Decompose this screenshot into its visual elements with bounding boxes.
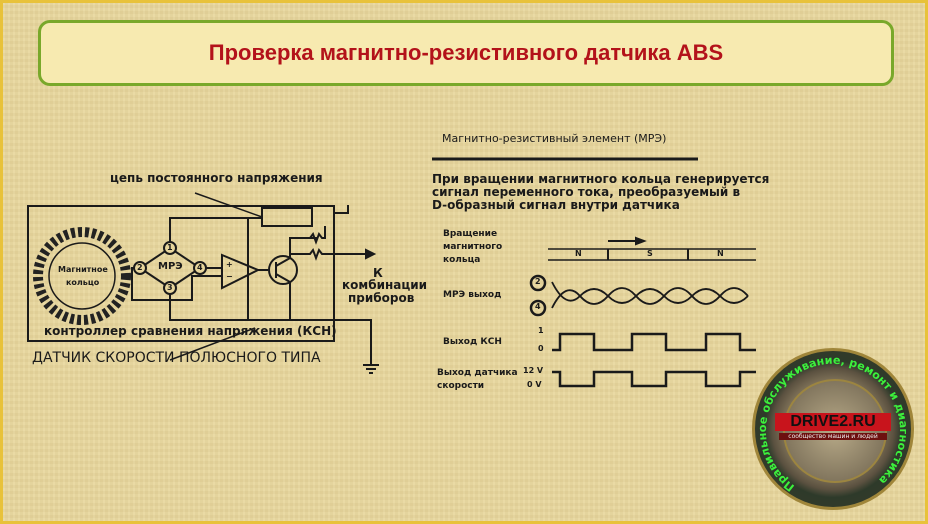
comparator-pin: +	[226, 260, 233, 269]
ring-label: Магнитное	[58, 265, 108, 274]
transistor	[268, 255, 298, 285]
dc-circuit-block	[261, 207, 313, 227]
pole-label: S	[647, 249, 653, 258]
drive2-badge: Правильное обслуживание, ремонт и диагно…	[752, 348, 914, 510]
mre-output-label: МРЭ выход	[443, 290, 502, 300]
level-label: 12 V	[523, 366, 544, 375]
ksn-output-label: Выход КСН	[443, 337, 502, 347]
mre-wave-4	[551, 287, 749, 309]
ksn-wave	[552, 332, 756, 352]
speed-wave	[552, 370, 756, 388]
sensor-box	[27, 205, 335, 342]
pin-label: 2	[137, 263, 143, 272]
pole-label: N	[575, 249, 582, 258]
rotation-label: Вращение	[443, 229, 498, 239]
magnetic-ring	[33, 227, 131, 325]
comparator-label: контроллер сравнения напряжения (КСН)	[44, 324, 337, 338]
mre-heading: Магнитно-резистивный элемент (МРЭ)	[442, 132, 667, 145]
ground	[334, 319, 379, 374]
level-label: 0 V	[527, 380, 542, 389]
pin-label: 3	[167, 283, 173, 292]
pin-label: 1	[167, 243, 173, 252]
slide-title: Проверка магнитно-резистивного датчика A…	[208, 40, 724, 65]
pin-label: 2	[535, 277, 541, 286]
mre-wave-2	[551, 281, 749, 304]
supply-line	[333, 205, 349, 214]
sensor-output-label: Выход датчика	[437, 368, 518, 378]
to-cluster-label: К	[373, 266, 383, 280]
to-cluster-label: комбинации	[342, 278, 428, 292]
comparator-pin: −	[226, 272, 233, 281]
dc-pointer	[194, 192, 263, 218]
level-label: 1	[538, 326, 544, 335]
drive2-logo-sub: сообщество машин и людей	[779, 433, 887, 440]
pole-label: N	[717, 249, 724, 258]
description-line: При вращении магнитного кольца генерируе…	[432, 172, 770, 186]
title-box: Проверка магнитно-резистивного датчика A…	[38, 20, 894, 86]
to-cluster-label: приборов	[348, 291, 415, 305]
rotation-label: магнитного	[443, 242, 503, 252]
ring-label: кольцо	[66, 278, 100, 287]
sensor-type-label: ДАТЧИК СКОРОСТИ ПОЛЮСНОГО ТИПА	[32, 350, 321, 366]
description-line: сигнал переменного тока, преобразуемый в	[432, 185, 741, 199]
sensor-output-label: скорости	[437, 381, 485, 391]
level-label: 0	[538, 344, 544, 353]
description-line: D-образный сигнал внутри датчика	[432, 198, 680, 212]
pin-label: 4	[535, 302, 541, 311]
dc-circuit-label: цепь постоянного напряжения	[110, 171, 323, 185]
drive2-logo: DRIVE2.RU	[775, 413, 891, 431]
output-line	[290, 247, 372, 261]
mre-label: МРЭ	[158, 261, 183, 272]
comparator	[221, 253, 261, 290]
pin-label: 4	[197, 263, 203, 272]
engine-image	[783, 379, 887, 483]
rotation-label: кольца	[443, 255, 481, 265]
